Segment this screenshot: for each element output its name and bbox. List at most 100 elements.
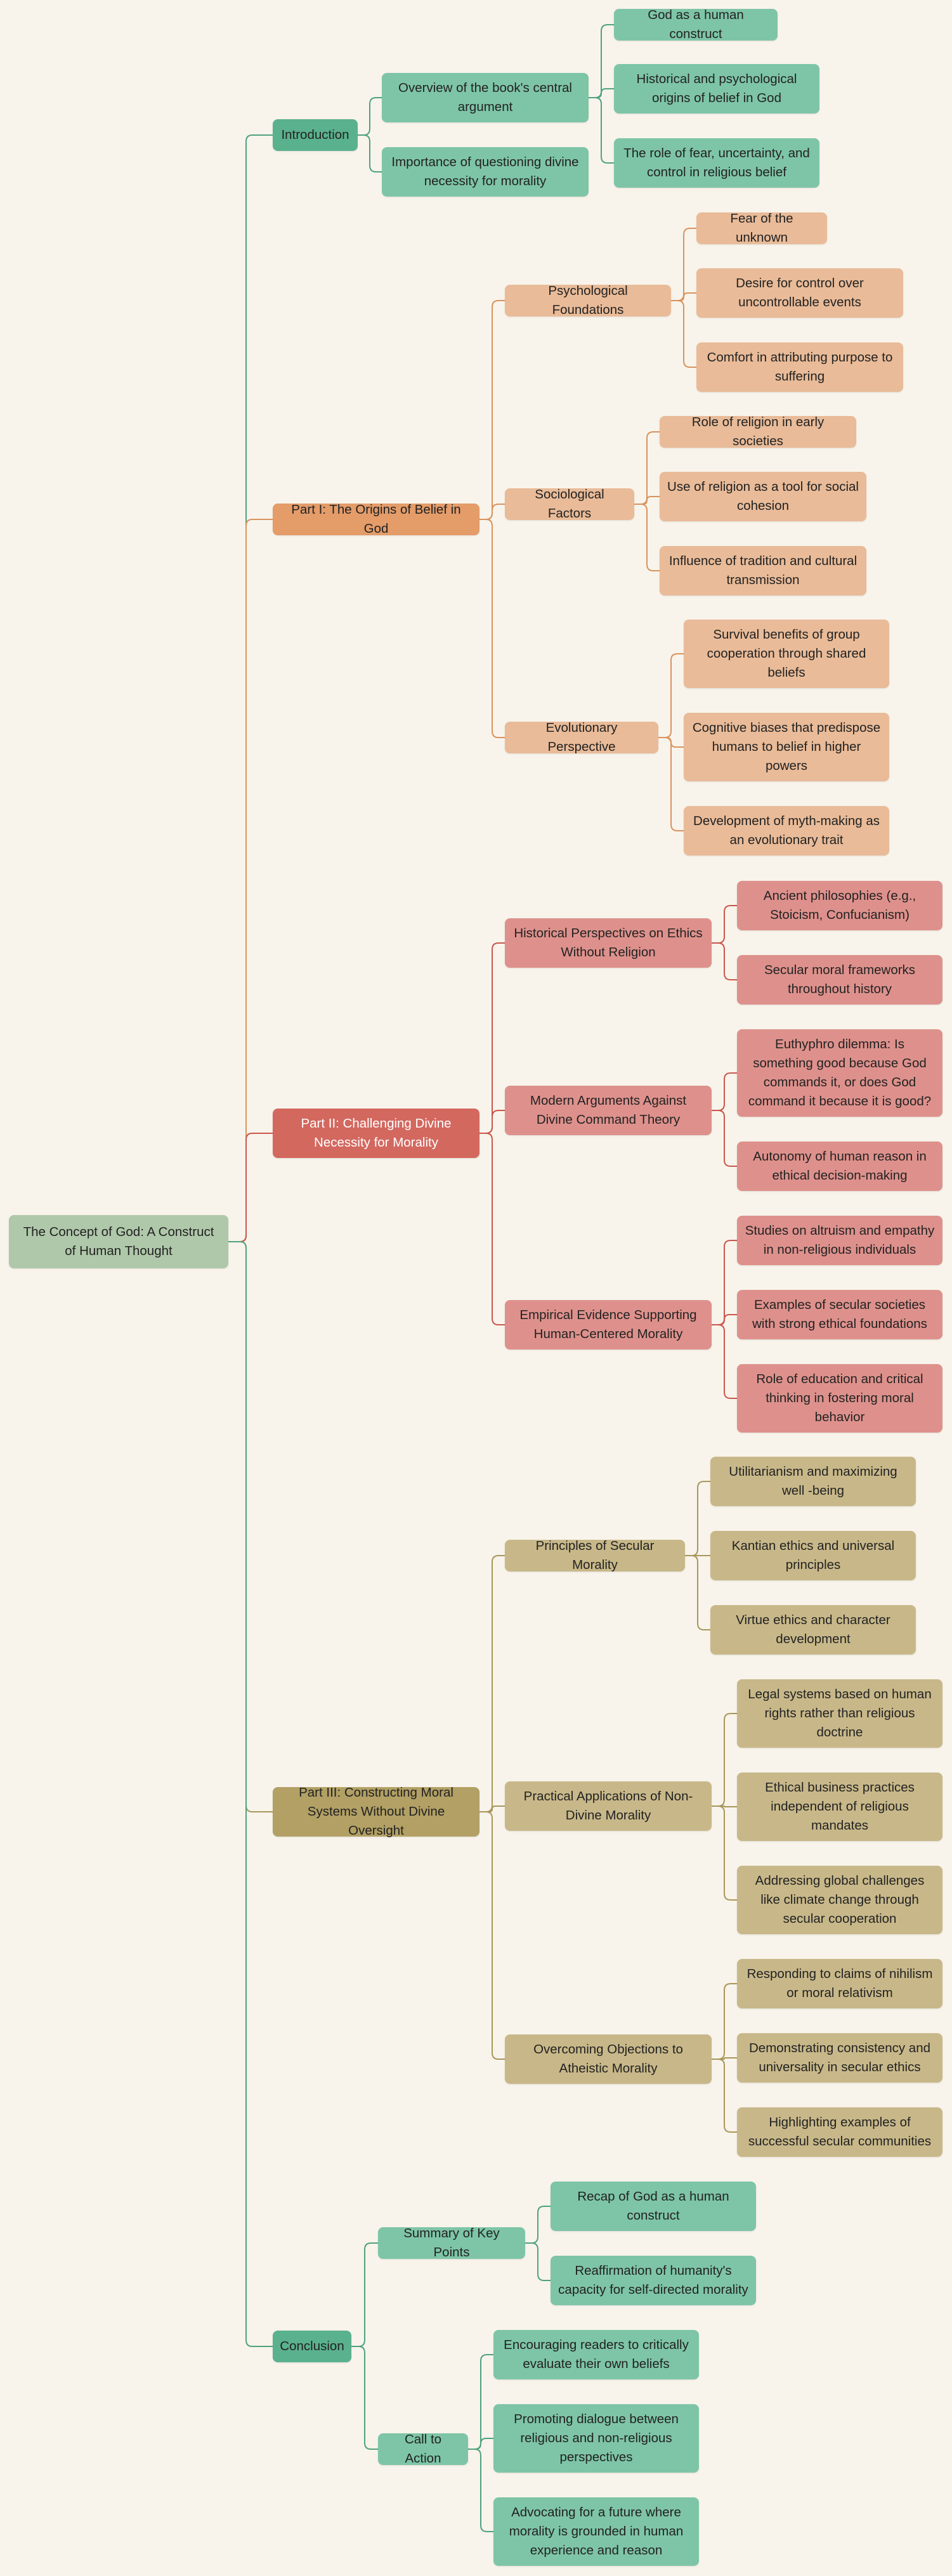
branch-part-2[interactable]: Part II: Challenging Divine Necessity fo… [273,1109,479,1158]
connector-line [712,1983,737,2060]
branch-label: Part I: The Origins of Belief in God [291,502,461,536]
leaf-node[interactable]: Encouraging readers to critically evalua… [493,2330,699,2379]
leaf-node[interactable]: Legal systems based on human rights rath… [737,1679,942,1748]
leaf-node[interactable]: Desire for control over uncontrollable e… [696,268,903,318]
topic-node[interactable]: Sociological Factors [505,487,634,521]
leaf-node[interactable]: Virtue ethics and character development [710,1605,916,1655]
topic-node[interactable]: Evolutionary Perspective [505,720,658,754]
leaf-node[interactable]: Autonomy of human reason in ethical deci… [737,1142,942,1191]
topic-node[interactable]: Overview of the book's central argument [382,73,589,122]
leaf-label: Influence of tradition and cultural tran… [668,554,857,587]
leaf-node[interactable]: Development of myth-making as an evoluti… [684,806,889,855]
connector-line [712,942,737,980]
leaf-node[interactable]: Recap of God as a human construct [551,2182,756,2231]
connector-line [468,2354,493,2450]
connector-line [685,1555,710,1630]
leaf-node[interactable]: Fear of the unknown [696,211,827,245]
topic-node[interactable]: Principles of Secular Morality [505,1538,685,1572]
leaf-node[interactable]: Kantian ethics and universal principles [710,1531,916,1580]
leaf-node[interactable]: Ancient philosophies (e.g., Stoicism, Co… [737,881,942,930]
topic-node[interactable]: Historical Perspectives on Ethics Withou… [505,918,712,968]
topic-node[interactable]: Summary of Key Points [378,2226,525,2260]
topic-label: Principles of Secular Morality [535,1538,655,1572]
topic-node[interactable]: Importance of questioning divine necessi… [382,147,589,197]
leaf-label: Responding to claims of nihilism or mora… [747,1967,933,2000]
connector-line [589,24,614,98]
connector-line [658,737,684,831]
leaf-node[interactable]: Use of religion as a tool for social coh… [660,472,866,521]
root-node[interactable]: The Concept of God: A Construct of Human… [9,1215,228,1268]
leaf-node[interactable]: Addressing global challenges like climat… [737,1866,942,1934]
leaf-label: Virtue ethics and character development [736,1613,890,1646]
leaf-node[interactable]: Role of religion in early societies [660,415,856,448]
connector-line [634,504,660,571]
leaf-label: Role of education and critical thinking … [756,1372,923,1424]
leaf-node[interactable]: Influence of tradition and cultural tran… [660,546,866,595]
topic-node[interactable]: Practical Applications of Non-Divine Mor… [505,1781,712,1831]
leaf-label: Recap of God as a human construct [577,2189,729,2223]
connector-line [479,1110,505,1134]
leaf-node[interactable]: Cognitive biases that predispose humans … [684,713,889,781]
leaf-label: Ethical business practices independent o… [765,1780,915,1833]
topic-node[interactable]: Psychological Foundations [505,283,671,317]
leaf-node[interactable]: Demonstrating consistency and universali… [737,2033,942,2083]
connector-line [358,97,382,136]
topic-node[interactable]: Empirical Evidence Supporting Human-Cent… [505,1300,712,1350]
connector-line [351,2346,378,2450]
leaf-node[interactable]: The role of fear, uncertainty, and contr… [614,138,819,188]
connector-line [589,97,614,164]
leaf-node[interactable]: Advocating for a future where morality i… [493,2497,699,2566]
branch-part-1[interactable]: Part I: The Origins of Belief in God [273,502,479,536]
connector-line [671,228,696,301]
topic-node[interactable]: Overcoming Objections to Atheistic Moral… [505,2034,712,2084]
branch-label: Introduction [281,127,349,142]
connector-line [712,1110,737,1167]
connector-line [479,1805,505,1812]
topic-label: Sociological Factors [535,487,604,521]
leaf-node[interactable]: God as a human construct [614,8,778,41]
connector-line [479,942,505,1134]
leaf-node[interactable]: Survival benefits of group cooperation t… [684,620,889,688]
leaf-label: Comfort in attributing purpose to suffer… [707,350,893,384]
leaf-node[interactable]: Role of education and critical thinking … [737,1364,942,1433]
leaf-label: Legal systems based on human rights rath… [748,1687,932,1740]
topic-label: Overview of the book's central argument [398,81,572,114]
leaf-node[interactable]: Ethical business practices independent o… [737,1773,942,1841]
leaf-label: Use of religion as a tool for social coh… [667,479,859,513]
topic-label: Call to Action [404,2432,442,2466]
leaf-node[interactable]: Reaffirmation of humanity's capacity for… [551,2256,756,2305]
leaf-node[interactable]: Studies on altruism and empathy in non-r… [737,1216,942,1265]
connector-line [479,519,505,738]
leaf-node[interactable]: Utilitarianism and maximizing well -bein… [710,1457,916,1506]
topic-label: Overcoming Objections to Atheistic Moral… [533,2042,683,2076]
leaf-node[interactable]: Promoting dialogue between religious and… [493,2404,699,2473]
branch-label: Part III: Constructing Moral Systems Wit… [299,1785,453,1838]
leaf-node[interactable]: Euthyphro dilemma: Is something good bec… [737,1029,942,1117]
root-label: The Concept of God: A Construct of Human… [23,1225,214,1258]
connector-line [712,1713,737,1807]
connector-line [712,905,737,944]
leaf-node[interactable]: Highlighting examples of successful secu… [737,2107,942,2157]
leaf-node[interactable]: Examples of secular societies with stron… [737,1290,942,1339]
topic-label: Historical Perspectives on Ethics Withou… [514,926,703,959]
leaf-node[interactable]: Responding to claims of nihilism or mora… [737,1959,942,2008]
topic-node[interactable]: Call to Action [378,2432,468,2466]
connector-line [712,1072,737,1111]
connector-line [712,2059,737,2133]
branch-part-3[interactable]: Part III: Constructing Moral Systems Wit… [273,1785,479,1838]
branch-introduction[interactable]: Introduction [273,119,358,151]
leaf-node[interactable]: Comfort in attributing purpose to suffer… [696,342,903,392]
branch-conclusion[interactable]: Conclusion [273,2331,351,2362]
topic-node[interactable]: Modern Arguments Against Divine Command … [505,1086,712,1135]
topic-label: Practical Applications of Non-Divine Mor… [523,1789,693,1823]
connector-line [228,1241,273,2347]
topic-label: Evolutionary Perspective [545,720,618,754]
connector-line [712,1805,737,1901]
leaf-node[interactable]: Historical and psychological origins of … [614,64,819,114]
leaf-label: Encouraging readers to critically evalua… [504,2338,689,2371]
leaf-label: Highlighting examples of successful secu… [748,2115,932,2149]
leaf-node[interactable]: Secular moral frameworks throughout hist… [737,955,942,1005]
leaf-label: Secular moral frameworks throughout hist… [764,963,916,996]
connector-line [589,88,614,98]
